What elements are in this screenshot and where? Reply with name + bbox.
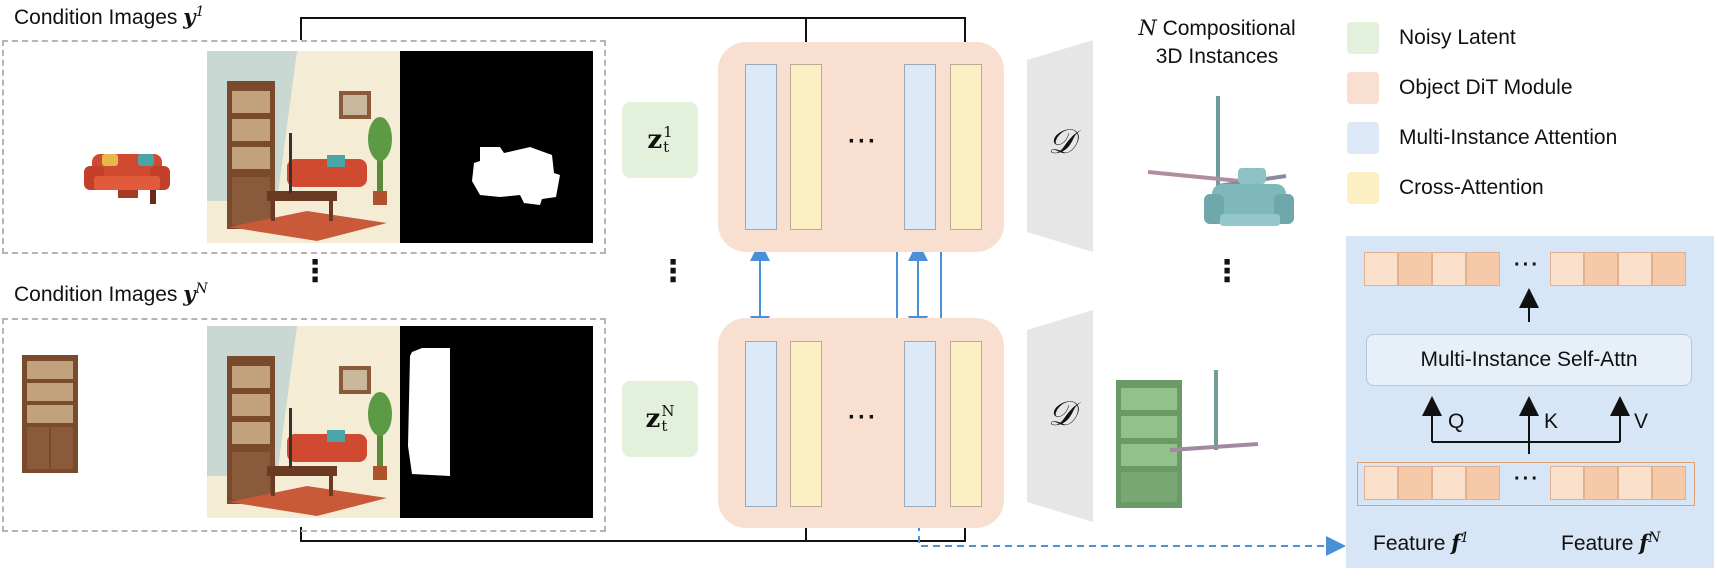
decoder-bottom-shape — [1027, 310, 1093, 522]
legend-label-multi-instance-attention: Multi-Instance Attention — [1399, 126, 1618, 149]
3d-bookshelf-instance — [1116, 370, 1259, 508]
token — [1550, 252, 1584, 286]
token — [1550, 466, 1584, 500]
token — [1432, 252, 1466, 286]
token — [1398, 252, 1432, 286]
cross-attention-bar — [950, 341, 982, 507]
token — [1618, 466, 1652, 500]
decoder-top-label: 𝒟 — [1048, 122, 1076, 162]
attention-panel-arrows — [1422, 288, 1630, 454]
legend-swatch-noisy-latent — [1347, 22, 1379, 54]
cross-attention-bar — [950, 64, 982, 230]
multi-instance-attention-bar — [904, 341, 936, 507]
token — [1466, 466, 1500, 500]
multi-instance-attention-bar — [745, 341, 777, 507]
row-ellipsis-right: ⋮ — [1212, 255, 1242, 288]
token — [1584, 466, 1618, 500]
row-ellipsis-left: ⋮ — [300, 255, 330, 288]
decoder-top-shape — [1027, 40, 1093, 252]
q-label: Q — [1448, 410, 1465, 433]
k-label: K — [1544, 410, 1559, 433]
3d-sofa-instance — [1147, 96, 1294, 226]
mask-top — [400, 51, 593, 243]
legend-swatch-object-dit — [1347, 72, 1379, 104]
token — [1398, 466, 1432, 500]
token — [1618, 252, 1652, 286]
multi-instance-self-attn-block: Multi-Instance Self-Attn — [1366, 334, 1692, 386]
feature-left-label: Feature f1 — [1373, 530, 1470, 555]
room-scene-top — [207, 51, 400, 243]
bookshelf-instance-image — [22, 355, 78, 473]
multi-instance-attention-bar — [904, 64, 936, 230]
feature-token-row — [1357, 462, 1695, 506]
v-label: V — [1634, 410, 1649, 433]
token-ellipsis: ··· — [1514, 468, 1540, 490]
legend-label-noisy-latent: Noisy Latent — [1399, 26, 1516, 49]
token — [1466, 252, 1500, 286]
mask-bottom — [400, 326, 593, 518]
token-ellipsis: ··· — [1514, 254, 1540, 276]
condition-row-top — [2, 40, 606, 254]
dashed-link-to-panel — [918, 512, 1346, 556]
legend-swatch-cross-attention — [1347, 172, 1379, 204]
token — [1432, 466, 1466, 500]
decoder-bottom-label: 𝒟 — [1048, 394, 1076, 434]
layer-ellipsis-top: ··· — [848, 128, 878, 155]
token — [1364, 252, 1398, 286]
condition-row-bottom — [2, 318, 606, 532]
legend-label-object-dit: Object DiT Module — [1399, 76, 1573, 99]
condition-images-top-label: Condition Images y1 — [14, 4, 205, 29]
room-scene-bottom — [207, 326, 400, 518]
cross-attention-bar — [790, 341, 822, 507]
cross-attention-bar — [790, 64, 822, 230]
legend-swatch-multi-instance-attention — [1347, 122, 1379, 154]
token — [1652, 466, 1686, 500]
token — [1584, 252, 1618, 286]
legend-label-cross-attention: Cross-Attention — [1399, 176, 1544, 199]
sofa-instance-image — [84, 154, 170, 204]
cross-instance-links — [750, 241, 928, 336]
row-ellipsis-middle: ⋮ — [658, 255, 688, 288]
multi-instance-attention-bar — [745, 64, 777, 230]
output-title: N Compositional 3D Instances — [1138, 16, 1296, 68]
multi-instance-self-attn-label: Multi-Instance Self-Attn — [1420, 348, 1638, 371]
condition-images-bottom-label: Condition Images yN — [14, 281, 208, 306]
feature-right-label: Feature fN — [1561, 530, 1661, 555]
token — [1652, 252, 1686, 286]
token — [1364, 466, 1398, 500]
layer-ellipsis-bottom: ··· — [848, 404, 878, 431]
